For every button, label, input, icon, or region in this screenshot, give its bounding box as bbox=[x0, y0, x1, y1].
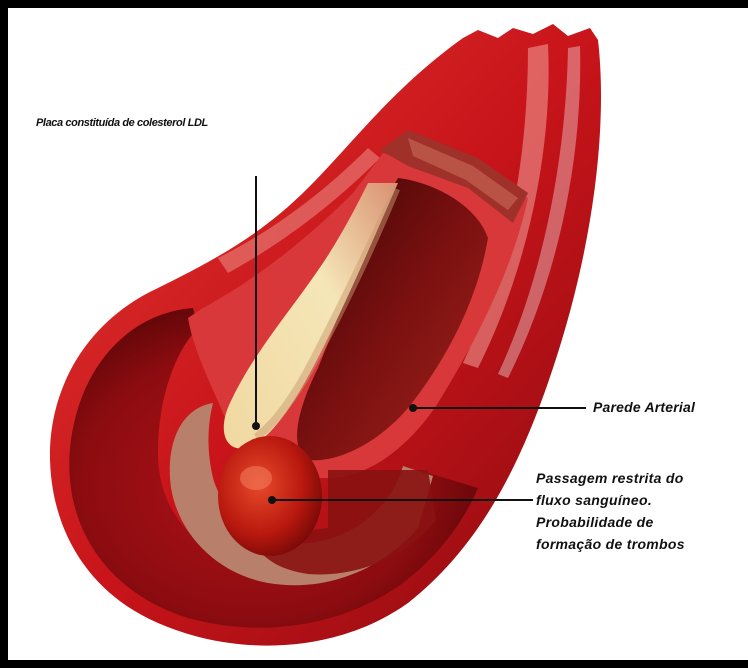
label-passage-line-4: formação de trombos bbox=[536, 533, 685, 555]
leader-dot-wall bbox=[409, 404, 417, 412]
label-passage-line-2: fluxo sanguíneo. bbox=[536, 489, 685, 511]
label-arterial-wall: Parede Arterial bbox=[593, 399, 695, 415]
leader-dot-plaque bbox=[252, 422, 260, 430]
label-plaque: Placa constituída de colesterol LDL bbox=[36, 117, 208, 129]
label-passage-line-1: Passagem restrita do bbox=[536, 467, 685, 489]
artery-illustration bbox=[8, 8, 748, 668]
passage-highlight bbox=[240, 466, 272, 490]
restricted-passage bbox=[218, 436, 322, 556]
label-restricted-passage: Passagem restrita do fluxo sanguíneo. Pr… bbox=[536, 467, 685, 555]
label-passage-line-3: Probabilidade de bbox=[536, 511, 685, 533]
leader-dot-passage bbox=[268, 496, 276, 504]
